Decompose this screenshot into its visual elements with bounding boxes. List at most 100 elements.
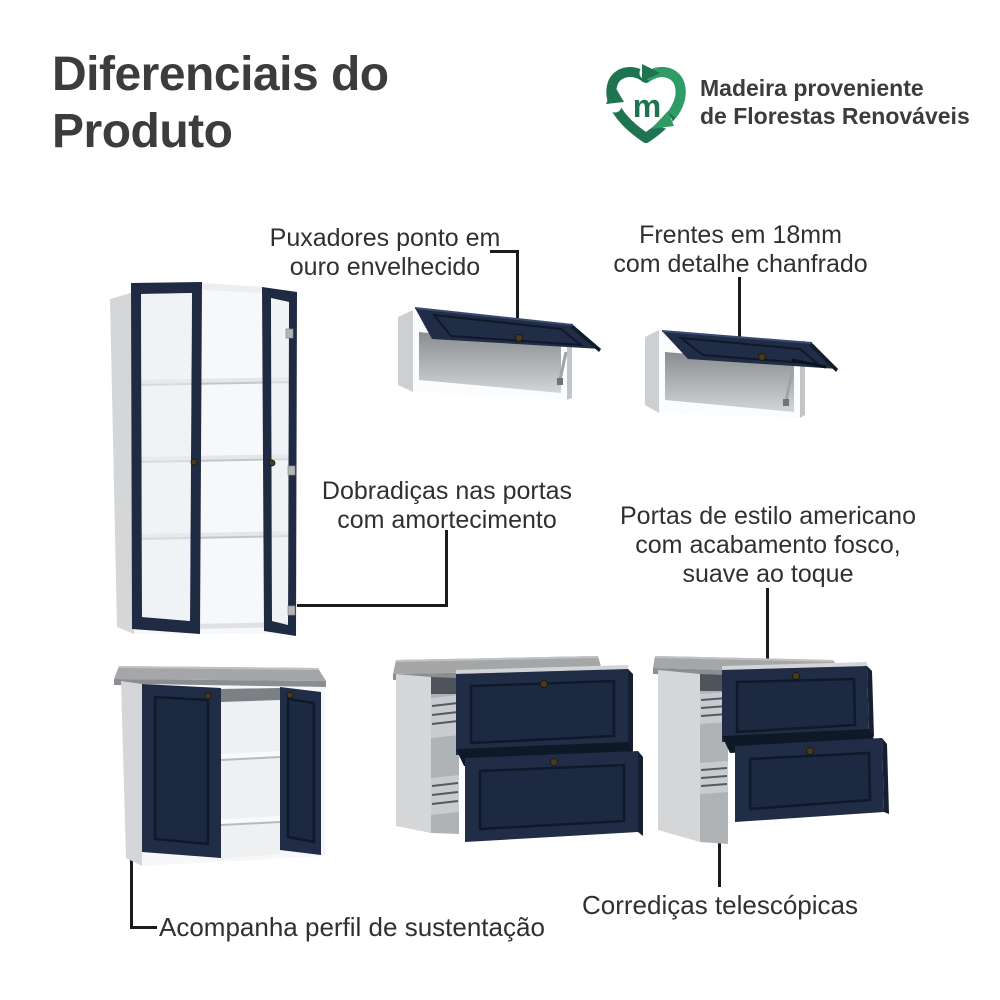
connector-portas-v bbox=[766, 588, 769, 700]
callout-portas: Portas de estilo americano com acabament… bbox=[613, 502, 923, 589]
arrowhead-icon bbox=[651, 111, 674, 129]
drawer-cabinet-right-illustration bbox=[653, 656, 889, 844]
callout-line: ouro envelhecido bbox=[289, 253, 481, 281]
callout-line: Corrediças telescópicas bbox=[581, 890, 858, 920]
cabinet-side bbox=[110, 292, 134, 634]
drawer-rim bbox=[722, 662, 867, 670]
slide-rail bbox=[700, 783, 728, 787]
shelf bbox=[221, 751, 280, 759]
hinge-icon bbox=[287, 605, 296, 616]
drawer-panel bbox=[735, 677, 857, 734]
slide-rail bbox=[700, 767, 728, 771]
slide-rail bbox=[700, 775, 728, 779]
cabinet-interior bbox=[419, 332, 561, 393]
drawer-knob-icon bbox=[550, 758, 558, 766]
slide-rail bbox=[431, 720, 459, 725]
callout-dobradicas: Dobradiças nas portas com amortecimento bbox=[307, 477, 587, 535]
door-panel bbox=[286, 697, 316, 844]
stay-bracket bbox=[783, 399, 789, 406]
callout-line: com detalhe chanfrado bbox=[613, 250, 868, 278]
recycle-heart-logo-icon: m bbox=[606, 64, 686, 143]
cabinet-side bbox=[396, 674, 431, 833]
callout-frentes: Frentes em 18mm com detalhe chanfrado bbox=[598, 221, 883, 279]
slide-rail bbox=[431, 791, 459, 796]
door-frame bbox=[262, 287, 297, 636]
slide-rail bbox=[431, 800, 459, 805]
eco-badge-line2: de Florestas Renováveis bbox=[700, 103, 970, 129]
drawer-front-bottom bbox=[735, 738, 889, 822]
drawer-front-top bbox=[456, 665, 633, 755]
connector-dobradicas-h bbox=[297, 604, 448, 607]
drawer-edge bbox=[882, 738, 889, 814]
countertop-highlight bbox=[396, 656, 598, 662]
interior-shadow bbox=[221, 688, 280, 702]
drawer-knob-icon bbox=[806, 747, 814, 755]
drawer-knob-icon bbox=[540, 680, 548, 688]
cabinet-side bbox=[398, 310, 413, 392]
connector-puxadores-v bbox=[516, 250, 519, 338]
drawer-panel bbox=[478, 763, 626, 831]
shelf-edge bbox=[221, 756, 280, 761]
countertop-highlight bbox=[655, 656, 833, 662]
drawer-rim bbox=[456, 665, 628, 674]
telescopic-slide-lower bbox=[431, 775, 459, 815]
door-knob-icon bbox=[268, 459, 276, 467]
callout-line: suave ao toque bbox=[682, 560, 854, 588]
glass-door-left bbox=[131, 282, 202, 634]
door-frame bbox=[131, 282, 202, 634]
gas-stay bbox=[558, 351, 568, 381]
drawer-cabinet-left-illustration bbox=[393, 656, 643, 842]
connector-frentes-v bbox=[738, 277, 741, 345]
drawer-edge bbox=[867, 666, 874, 737]
cabinet-interior bbox=[665, 352, 794, 412]
connector-dobradicas-v bbox=[445, 530, 448, 607]
connector-perfil-h bbox=[130, 926, 157, 929]
countertop bbox=[114, 666, 326, 687]
drawer-front-top bbox=[722, 662, 874, 742]
wall-cabinet-flip-door-right-illustration bbox=[645, 330, 838, 418]
door-glass bbox=[141, 293, 192, 621]
stay-bracket bbox=[557, 378, 563, 385]
door-highlight bbox=[661, 330, 813, 344]
door-knob-icon bbox=[758, 353, 766, 361]
hinge-icon bbox=[287, 465, 296, 476]
base-cabinet-two-doors-illustration bbox=[114, 666, 326, 866]
gas-stay bbox=[784, 371, 794, 402]
connector-perfil-v bbox=[130, 843, 133, 929]
wall-cabinet-flip-door-left-illustration bbox=[398, 307, 601, 400]
door-left bbox=[142, 684, 221, 858]
door-edge bbox=[571, 325, 601, 352]
drawer-panel bbox=[469, 679, 616, 745]
page-title: Diferenciais do Produto bbox=[52, 48, 389, 158]
door-knob-icon bbox=[515, 334, 523, 342]
drawer-knob-icon bbox=[792, 672, 800, 680]
door-edge bbox=[810, 343, 838, 372]
drawer-edge bbox=[638, 751, 643, 836]
telescopic-slide-lower bbox=[700, 761, 728, 794]
shelf-edge bbox=[221, 821, 280, 826]
drawer-edge bbox=[628, 669, 633, 751]
eco-badge-text: Madeira proveniente de Florestas Renováv… bbox=[700, 74, 990, 130]
hinge-icon bbox=[285, 328, 294, 339]
tall-glass-cabinet-illustration bbox=[110, 282, 297, 636]
drawer-front-bottom bbox=[465, 751, 643, 842]
callout-line: Dobradiças nas portas bbox=[321, 477, 573, 505]
arrowhead-icon bbox=[606, 85, 624, 104]
door-glass bbox=[271, 298, 289, 625]
drawer-box-side bbox=[431, 695, 459, 738]
door-knob-icon bbox=[204, 692, 212, 700]
glass-door-right bbox=[262, 287, 297, 636]
door-highlight bbox=[414, 307, 574, 326]
door-knob-icon bbox=[286, 691, 294, 699]
flip-door bbox=[414, 307, 601, 385]
callout-line: Puxadores ponto em bbox=[269, 224, 501, 252]
chamfer-detail bbox=[791, 358, 827, 369]
slide-rail bbox=[431, 782, 459, 787]
callout-puxadores: Puxadores ponto em ouro envelhecido bbox=[245, 224, 525, 282]
callout-corredicas: Corrediças telescópicas bbox=[565, 891, 875, 920]
slide-rail bbox=[431, 702, 459, 707]
door-panel bbox=[153, 695, 210, 846]
interior-shadow bbox=[431, 677, 459, 694]
door-groove bbox=[431, 313, 585, 347]
